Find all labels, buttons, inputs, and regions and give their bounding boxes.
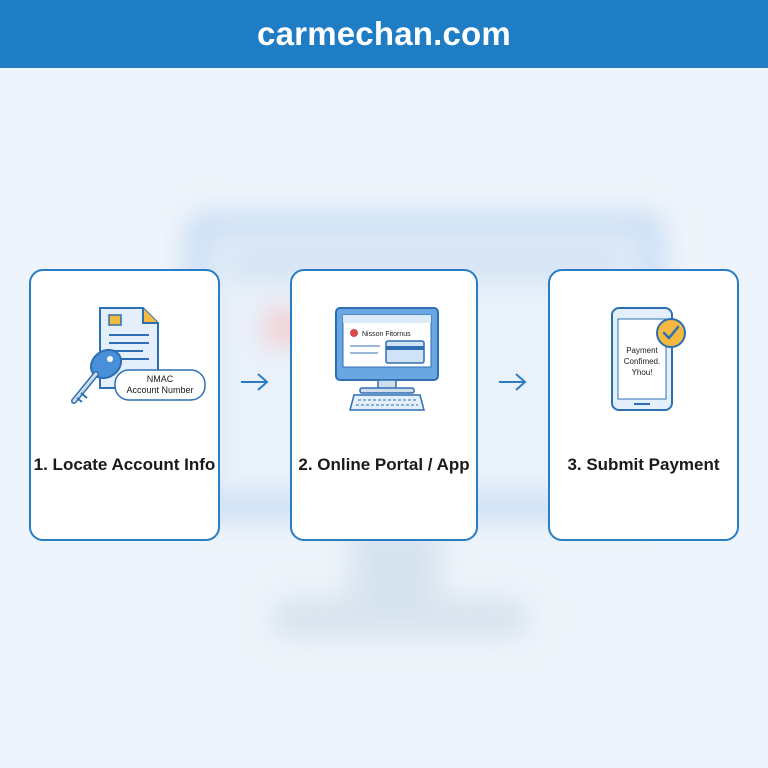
credit-card-icon: [385, 340, 425, 364]
phone-screen-line-2: Confimed.: [624, 357, 660, 366]
arrow-right-icon: [241, 373, 269, 391]
site-title: carmechan.com: [257, 15, 511, 52]
step-label-1: 1. Locate Account Info: [33, 455, 216, 474]
step-card-3: Payment Confimed. Yhou! 3. Submit Paymen…: [548, 269, 739, 541]
bubble-line-1: NMAC: [147, 374, 174, 384]
site-header: carmechan.com: [0, 0, 768, 68]
step-card-2: Nisson Fitornus 2. Online Portal / App: [290, 269, 478, 541]
browser-site-name: Nisson Fitornus: [362, 331, 411, 338]
step-label-2: 2. Online Portal / App: [298, 455, 470, 474]
computer-portal-icon: Nisson Fitornus: [335, 307, 439, 411]
keyboard-icon: [349, 394, 425, 411]
key-icon: [71, 348, 123, 404]
step-label-3: 3. Submit Payment: [567, 455, 720, 474]
bubble-line-2: Account Number: [126, 385, 193, 395]
document-key-icon: NMAC Account Number: [71, 307, 206, 404]
check-circle-icon: [656, 318, 686, 348]
phone-screen-line-1: Payment: [626, 346, 658, 355]
arrow-right-icon: [499, 373, 527, 391]
step-card-1: NMAC Account Number 1. Locate Account In…: [29, 269, 220, 541]
phone-check-icon: Payment Confimed. Yhou!: [611, 307, 686, 411]
phone-screen-line-3: Yhou!: [632, 368, 653, 377]
